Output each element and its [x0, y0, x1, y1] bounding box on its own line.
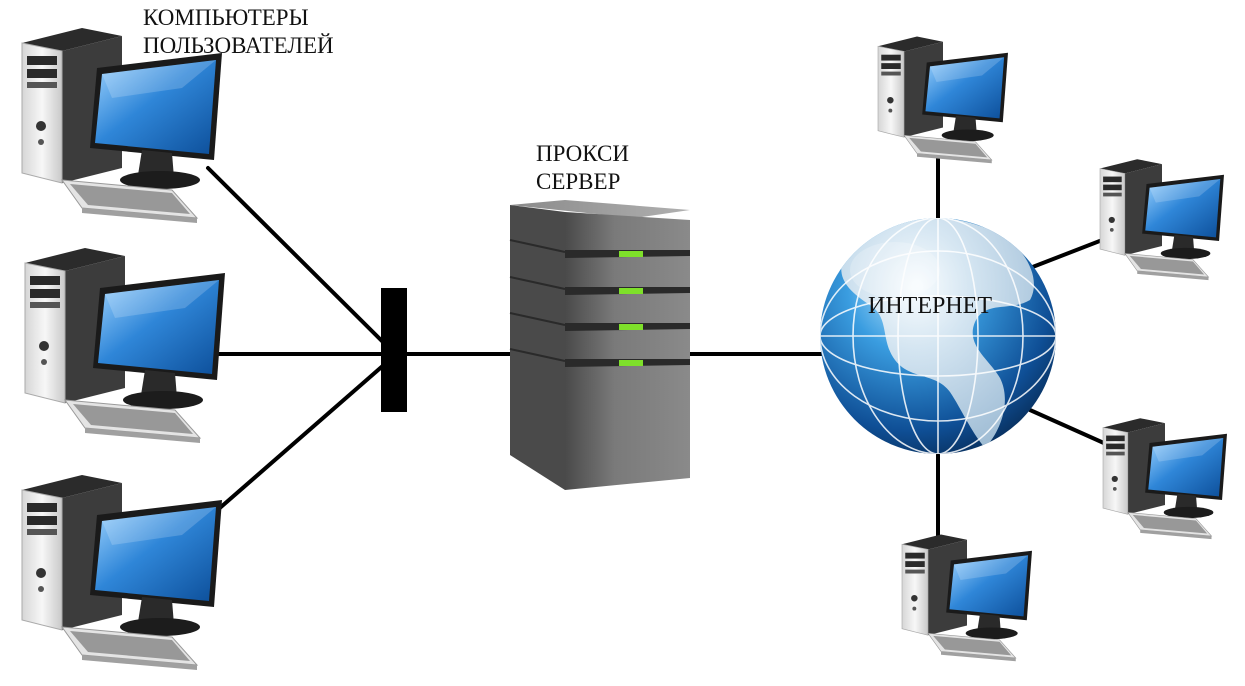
- switch-hub-icon: [381, 288, 407, 412]
- internet-computer-upper-right-icon: [1099, 158, 1225, 281]
- internet-computer-lower-right-icon: [1102, 417, 1228, 540]
- globe-icon: [820, 218, 1056, 454]
- internet-computer-top-icon: [877, 36, 1009, 164]
- proxy-server-label-line1: ПРОКСИ: [536, 141, 630, 166]
- link-internet-upper-right: [1028, 235, 1112, 270]
- user-computer-3-icon: [21, 474, 223, 671]
- link-user1-switch: [206, 166, 395, 354]
- proxy-server-label: ПРОКСИ СЕРВЕР: [536, 140, 629, 196]
- proxy-server-icon: [509, 200, 690, 490]
- link-user3-switch: [196, 355, 395, 529]
- proxy-server-label-line2: СЕРВЕР: [536, 169, 621, 194]
- user-computers-label: КОМПЬЮТЕРЫ ПОЛЬЗОВАТЕЛЕЙ: [143, 4, 334, 60]
- user-computers-label-line1: КОМПЬЮТЕРЫ: [143, 5, 309, 30]
- internet-label: ИНТЕРНЕТ: [868, 293, 992, 319]
- connection-lines: [196, 148, 1117, 538]
- user-computers-label-line2: ПОЛЬЗОВАТЕЛЕЙ: [143, 33, 334, 58]
- internet-computer-bottom-icon: [901, 534, 1033, 662]
- link-internet-lower-right: [1028, 408, 1117, 450]
- user-computer-2-icon: [24, 247, 226, 444]
